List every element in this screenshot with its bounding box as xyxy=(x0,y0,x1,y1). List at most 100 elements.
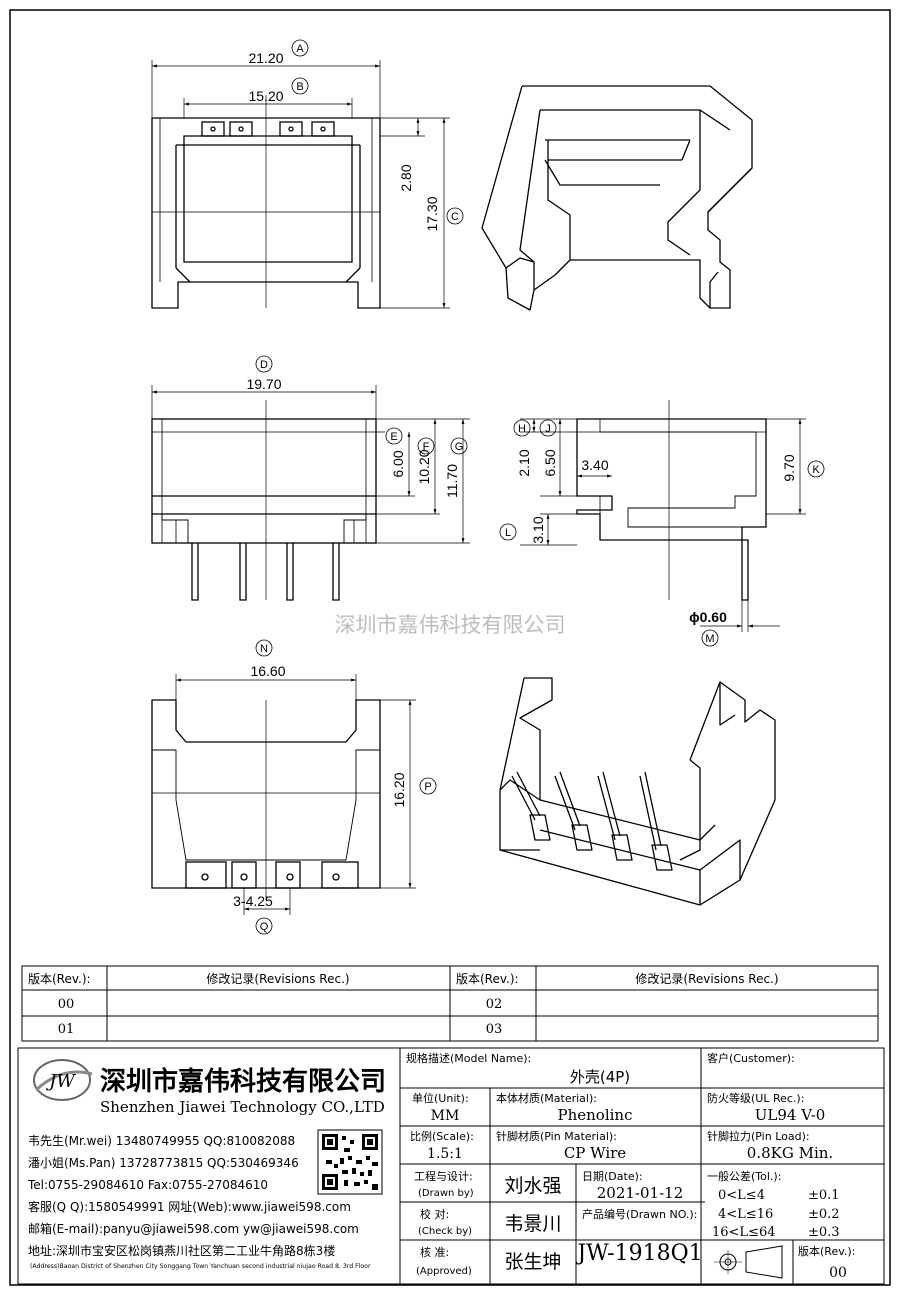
marker-D: D xyxy=(255,355,273,373)
rev-header-1: 版本(Rev.): xyxy=(28,972,91,986)
tol-range-2: 4<L≤16 xyxy=(718,1207,773,1222)
projection-symbol-icon xyxy=(714,1245,783,1279)
rev-value: 00 xyxy=(829,1265,847,1281)
svg-text:N: N xyxy=(260,643,268,655)
marker-P: P xyxy=(419,777,437,795)
front-view xyxy=(151,385,470,601)
marker-M: M xyxy=(701,629,719,647)
dim-side-k: 9.70 xyxy=(781,454,797,481)
drawn-label: 工程与设计: xyxy=(414,1170,473,1183)
rev-header-rec-1: 修改记录(Revisions Rec.) xyxy=(206,971,349,986)
svg-text:M: M xyxy=(705,633,714,645)
model-label: 规格描述(Model Name): xyxy=(406,1051,531,1065)
tol-value-1: ±0.1 xyxy=(808,1188,840,1203)
check-label: 校 对: xyxy=(420,1207,449,1221)
rev-row-0-right: 02 xyxy=(486,997,503,1012)
company-name-en: Shenzhen Jiawei Technology CO.,LTD xyxy=(100,1098,385,1116)
date-value: 2021-01-12 xyxy=(597,1184,683,1202)
drawn-value: 刘水强 xyxy=(504,1175,561,1197)
marker-G: G xyxy=(450,437,468,455)
pin-load-label: 针脚拉力(Pin Load): xyxy=(707,1129,810,1143)
unit-value: MM xyxy=(431,1108,460,1124)
top-view xyxy=(151,60,450,309)
check-sub: (Check by) xyxy=(418,1226,472,1237)
dim-pin-dia: ϕ0.60 xyxy=(689,609,727,625)
pin-material-label: 针脚材质(Pin Material): xyxy=(496,1129,617,1143)
drawn-sub: (Drawn by) xyxy=(418,1188,474,1199)
marker-E: E xyxy=(385,427,403,445)
contact-address-en: (Address)Baoan District of Shenzhen City… xyxy=(30,1263,371,1270)
svg-text:H: H xyxy=(518,423,526,435)
pin-load-value: 0.8KG Min. xyxy=(747,1144,833,1162)
side-view xyxy=(520,400,806,632)
marker-C: C xyxy=(446,207,464,225)
svg-text:D: D xyxy=(260,359,268,371)
svg-text:JW: JW xyxy=(45,1071,76,1092)
tol-value-3: ±0.3 xyxy=(808,1225,840,1240)
revision-table xyxy=(21,965,879,1042)
rev-label: 版本(Rev.): xyxy=(798,1244,855,1258)
dim-side-j: 6.50 xyxy=(542,449,558,476)
drawn-no-label: 产品编号(Drawn NO.): xyxy=(582,1207,697,1221)
watermark: 深圳市嘉伟科技有限公司 xyxy=(335,613,566,637)
scale-value: 1.5:1 xyxy=(427,1146,463,1162)
dim-pin-pitch: 3-4.25 xyxy=(233,893,273,909)
ul-label: 防火等级(UL Rec.): xyxy=(707,1091,804,1105)
dim-side-h: 2.10 xyxy=(516,449,532,476)
contact-2: 潘小姐(Ms.Pan) 13728773815 QQ:530469346 xyxy=(28,1156,299,1170)
dim-front-e: 6.00 xyxy=(390,450,406,477)
rev-row-1-left: 01 xyxy=(58,1022,75,1037)
iso-view-bottom xyxy=(499,677,776,906)
svg-text:K: K xyxy=(812,464,820,476)
dim-bottom-width: 16.60 xyxy=(250,663,285,679)
svg-text:G: G xyxy=(455,441,464,453)
dim-side-l: 3.10 xyxy=(530,516,546,543)
contact-web: 客服(Q Q):1580549991 网址(Web):www.jiawei598… xyxy=(28,1199,351,1214)
drawn-no-value: JW-1918Q1 xyxy=(575,1241,702,1266)
marker-K: K xyxy=(807,460,825,478)
marker-B: B xyxy=(291,77,309,95)
rev-row-1-right: 03 xyxy=(486,1022,503,1037)
marker-Q: Q xyxy=(255,917,273,935)
dim-front-f: 10.20 xyxy=(416,449,432,484)
rev-header-2: 版本(Rev.): xyxy=(456,972,519,986)
marker-J: J xyxy=(539,419,557,437)
dim-front-width: 19.70 xyxy=(246,376,281,392)
tol-range-3: 16<L≤64 xyxy=(712,1225,776,1240)
company-logo: JW xyxy=(33,1059,93,1101)
dim-front-g: 11.70 xyxy=(444,464,460,498)
rev-header-rec-2: 修改记录(Revisions Rec.) xyxy=(635,971,778,986)
svg-text:C: C xyxy=(451,211,459,223)
marker-L: L xyxy=(499,523,517,541)
dim-top-width: 21.20 xyxy=(248,50,283,66)
marker-H: H xyxy=(513,419,531,437)
marker-F: F xyxy=(417,437,435,455)
svg-text:A: A xyxy=(296,43,304,55)
contact-1: 韦先生(Mr.wei) 13480749955 QQ:810082088 xyxy=(28,1134,295,1148)
pin-material-value: CP Wire xyxy=(564,1144,626,1162)
dim-top-inner: 15.20 xyxy=(248,88,283,104)
bottom-view xyxy=(151,674,416,915)
tol-label: 一般公差(Tol.): xyxy=(707,1169,781,1183)
date-label: 日期(Date): xyxy=(582,1170,643,1183)
dim-top-height: 17.30 xyxy=(424,196,440,231)
model-value: 外壳(4P) xyxy=(570,1068,630,1086)
dim-side-step: 3.40 xyxy=(581,457,608,473)
dim-bottom-height: 16.20 xyxy=(391,772,407,807)
material-label: 本体材质(Material): xyxy=(496,1091,597,1105)
marker-A: A xyxy=(291,39,309,57)
iso-view-top xyxy=(481,85,753,311)
customer-label: 客户(Customer): xyxy=(707,1051,795,1065)
svg-text:F: F xyxy=(423,441,430,453)
dim-top-step: 2.80 xyxy=(398,164,414,191)
marker-N: N xyxy=(255,639,273,657)
ul-value: UL94 V-0 xyxy=(755,1106,826,1124)
tol-value-2: ±0.2 xyxy=(808,1207,840,1222)
svg-text:E: E xyxy=(390,431,397,443)
title-block-grid xyxy=(17,1047,885,1285)
svg-text:B: B xyxy=(296,81,303,93)
approve-sub: (Approved) xyxy=(416,1266,472,1277)
approve-value: 张生坤 xyxy=(504,1251,561,1273)
svg-text:L: L xyxy=(505,527,511,539)
